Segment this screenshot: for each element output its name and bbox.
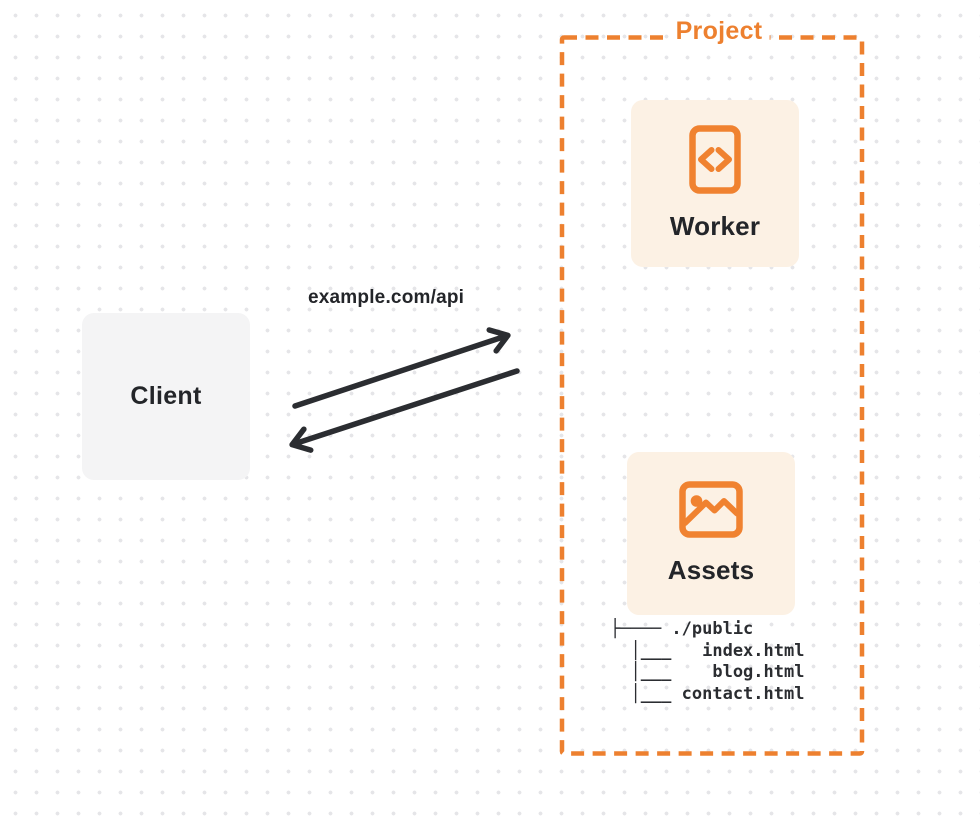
worker-label: Worker [669,211,761,241]
project-boundary-rect [559,35,865,756]
worker-node: Worker [631,100,799,267]
client-label: Client [130,382,202,410]
client-node: Client [82,313,250,480]
request-response-arrows [289,327,520,453]
request-url-label: example.com/api [308,287,465,308]
code-file-icon [689,125,741,194]
project-label: Project [668,17,770,46]
assets-label: Assets [667,555,755,585]
response-arrow [289,368,520,453]
project-boundary [559,35,865,756]
assets-node: Assets [627,452,795,615]
assets-file-tree: ├──── ./public │___ index.html │___ blog… [610,619,805,704]
request-arrow [292,327,511,409]
image-icon [679,481,743,538]
